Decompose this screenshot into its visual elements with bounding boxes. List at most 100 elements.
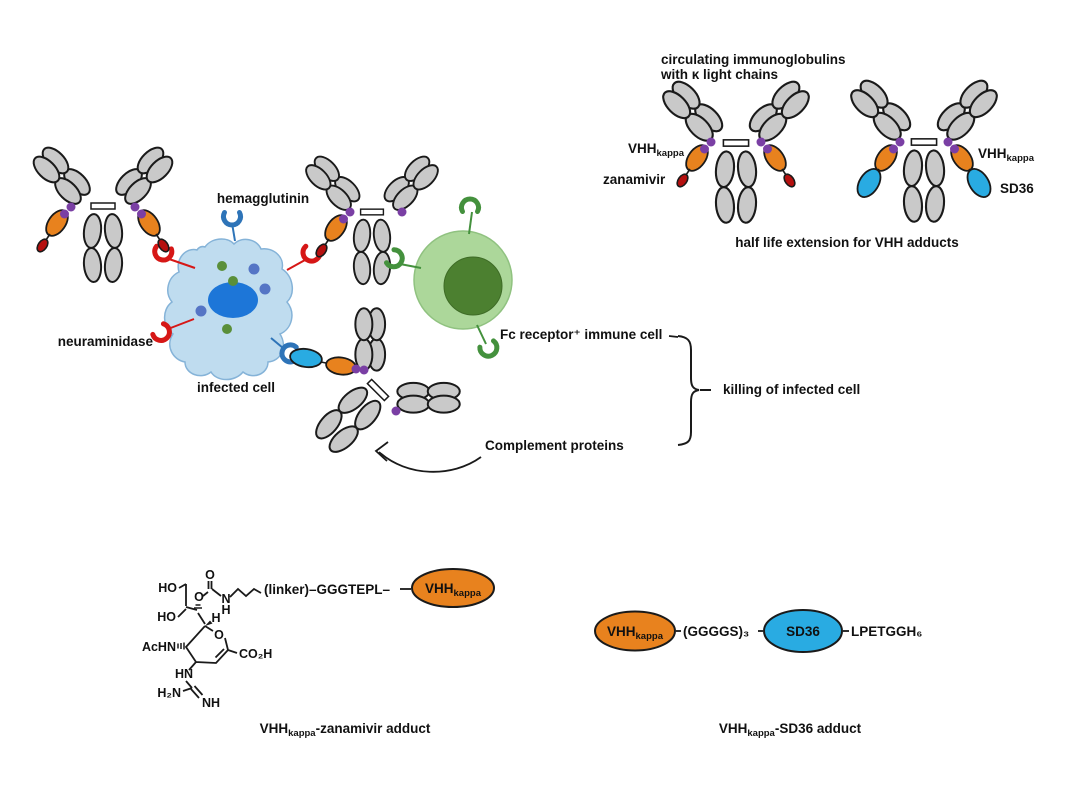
fc-receptor-icon [479,340,500,359]
caption-main: VHH [719,721,748,736]
hemagglutinin-icon [224,213,241,226]
vesicle-green [222,324,232,334]
atom-label-achn: AcHN [142,640,176,654]
atom-label-h: H [221,603,230,617]
atom-label-ho: HO [157,610,176,624]
atom-label-co2h: CO₂H [239,647,272,661]
sd36-label: SD36 [1000,181,1034,196]
sortase-tag-label: LPETGGH₆ [851,624,922,639]
atom-label-ho: HO [158,581,177,595]
neuraminidase-stalk [168,258,196,269]
atom-label-hn: HN [175,667,193,681]
curly-brace [677,335,700,446]
vesicle-green [228,276,238,286]
atom-label-n: N [221,592,230,606]
vhh-main: VHH [607,624,636,639]
complement-arrow [378,451,482,473]
panel-heading-line1: circulating immunoglobulins [661,52,846,67]
gggs-linker-label: (GGGGS)₃ [683,624,749,639]
vhh-ellipse-label: VHHkappa [607,624,664,642]
immune-cell [386,199,513,359]
fc-receptor-icon [462,199,479,212]
vhh-zanamivir-chain [755,136,798,190]
zanamivir-adduct-caption: VHHkappa-zanamivir adduct [260,721,431,739]
half-life-panel: circulating immunoglobulins with κ light… [603,52,1035,250]
atom-label-o: O [214,628,224,642]
infected-cell-label: infected cell [197,380,275,395]
caption-rest: -SD36 adduct [775,721,862,736]
vhh-sub: kappa [1007,153,1035,164]
vhh-main: VHH [978,146,1007,161]
vesicle-green [217,261,227,271]
vhh-ellipse-label: VHHkappa [425,581,482,599]
neuraminidase-stalk [286,259,306,271]
vesicle-blue [248,263,260,275]
complement-arrowhead-icon [374,441,389,462]
hemagglutinin-label: hemagglutinin [217,191,309,206]
vhh-zanamivir-chain [34,201,77,255]
chem-bonds [177,583,262,692]
atom-label-o: O [205,568,215,582]
zanamivir-label: zanamivir [603,172,666,187]
antibody-bottom [270,292,476,498]
chem-wedge-bond [205,620,213,626]
chem-double-bonds [190,581,225,699]
sd36-adduct-panel: VHHkappa (GGGGS)₃ SD36 LPETGGH₆ VHHkappa… [594,609,922,739]
sd36-adduct-caption: VHHkappa-SD36 adduct [719,721,862,739]
atom-label-o: O [194,590,204,604]
caption-main: VHH [260,721,289,736]
vhh-sub: kappa [657,148,685,159]
vhh-sub: kappa [636,631,664,642]
sd36-domain [763,609,843,653]
vhh-sd36-chain [851,136,906,203]
sd36-ellipse-label: SD36 [786,624,820,639]
fc-receptor-stalk [399,263,422,269]
antibody-middle [300,151,444,286]
fc-receptor-stalk [468,211,473,235]
complement-label: Complement proteins [485,438,624,453]
vhh-main: VHH [425,581,454,596]
killing-label: killing of infected cell [723,382,860,397]
neuraminidase-stalk [167,318,195,330]
vhh-domain [594,610,676,652]
vhh-kappa-label: VHHkappa [628,141,685,159]
immune-cell-nucleus [443,256,503,316]
vhh-zanamivir-chain [674,136,717,190]
panel-heading-line2: with κ light chains [660,67,778,82]
chain-link [320,361,327,364]
sd36-domain [289,347,323,369]
hemagglutinin-stalk [270,337,284,349]
vhh-domain [325,356,357,376]
atom-label-h: H [211,611,220,625]
fc-receptor-stalk [476,324,487,345]
caption-rest: -zanamivir adduct [316,721,431,736]
vhh-main: VHH [628,141,657,156]
igg-antibody [28,142,178,284]
vesicle-blue [195,305,207,317]
neuraminidase-label: neuraminidase [58,334,154,349]
kappa-dot [397,207,407,217]
kappa-dot [359,365,369,375]
caption-sub: kappa [288,728,316,739]
vhh-kappa-label: VHHkappa [978,146,1035,164]
zanamivir-adduct-panel: HO HO O O N H H O AcHN CO₂H HN H₂N NH (l… [142,568,495,739]
brace-leader [668,335,679,338]
fc-receptor-label: Fc receptor⁺ immune cell [500,327,662,342]
kappa-dot [351,364,361,374]
atom-label-nh: NH [202,696,220,710]
vesicle-blue [259,283,271,295]
antibody-left [28,142,178,284]
vhh-zanamivir-chain [129,201,172,255]
infection-scene: hemagglutinin neuraminidase infected cel… [28,142,860,498]
vhh-zanamivir-chain [313,206,356,260]
caption-sub: kappa [747,728,775,739]
vhh-sub: kappa [454,588,482,599]
kappa-dot [391,406,401,416]
chem-hash-bonds [177,604,202,650]
infected-cell [152,213,321,381]
atom-label-h2n: H₂N [157,686,181,700]
linker-peptide-label: (linker)–GGGTEPL– [264,582,391,597]
infected-cell-nucleus [208,282,258,318]
